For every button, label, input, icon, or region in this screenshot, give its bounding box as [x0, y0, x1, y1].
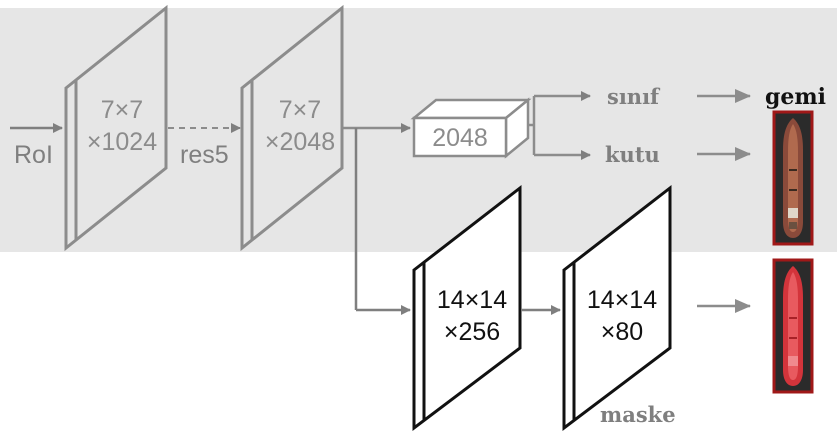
- res5-label: res5: [180, 141, 229, 169]
- ship-thumbnail-icon: [774, 112, 812, 244]
- block2-line1: 7×7: [279, 96, 321, 124]
- block2-line2: ×2048: [265, 128, 335, 156]
- mask-block2-line2: ×80: [601, 318, 643, 346]
- fc-label: 2048: [432, 124, 488, 152]
- box-label: kutu: [605, 142, 660, 167]
- mask-block1-line2: ×256: [444, 318, 500, 346]
- class-label: sınıf: [607, 84, 661, 109]
- mask-block2-line1: 14×14: [587, 286, 657, 314]
- roi-label: RoI: [14, 141, 53, 169]
- mask-label: maske: [600, 402, 676, 427]
- block1-line1: 7×7: [101, 96, 143, 124]
- mask-block1-line1: 14×14: [437, 286, 507, 314]
- ship-mask-thumbnail-icon: [774, 260, 812, 392]
- class-value: gemi: [765, 84, 826, 110]
- block1-line2: ×1024: [87, 128, 157, 156]
- fc-box: 2048: [414, 100, 528, 156]
